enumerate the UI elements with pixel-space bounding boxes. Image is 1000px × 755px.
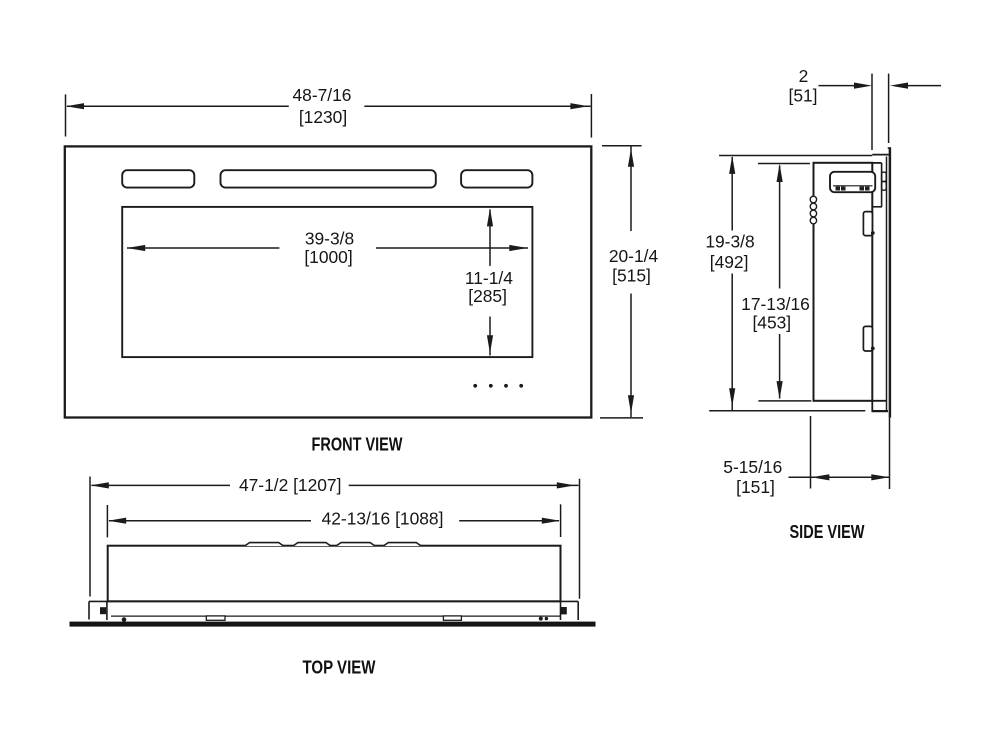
svg-text:42-13/16 [1088]: 42-13/16 [1088] — [322, 509, 444, 529]
svg-text:TOP VIEW: TOP VIEW — [303, 657, 376, 678]
svg-text:[285]: [285] — [468, 286, 507, 306]
svg-text:39-3/8: 39-3/8 — [305, 228, 354, 248]
svg-text:[453]: [453] — [752, 312, 791, 332]
svg-text:[51]: [51] — [788, 86, 817, 106]
svg-text:[1000]: [1000] — [304, 247, 352, 267]
svg-text:[1230]: [1230] — [299, 107, 347, 127]
svg-text:[151]: [151] — [736, 477, 775, 497]
svg-text:48-7/16: 48-7/16 — [293, 85, 352, 105]
svg-text:20-1/4: 20-1/4 — [609, 246, 659, 266]
svg-text:17-13/16: 17-13/16 — [741, 294, 810, 314]
svg-text:[492]: [492] — [710, 252, 749, 272]
svg-text:[515]: [515] — [612, 266, 651, 286]
svg-text:47-1/2 [1207]: 47-1/2 [1207] — [239, 475, 342, 495]
svg-text:FRONT VIEW: FRONT VIEW — [312, 434, 403, 455]
svg-text:19-3/8: 19-3/8 — [705, 232, 754, 252]
svg-text:5-15/16: 5-15/16 — [723, 457, 782, 477]
svg-text:2: 2 — [799, 66, 809, 86]
svg-text:SIDE VIEW: SIDE VIEW — [790, 521, 865, 542]
svg-text:11-1/4: 11-1/4 — [465, 268, 513, 288]
